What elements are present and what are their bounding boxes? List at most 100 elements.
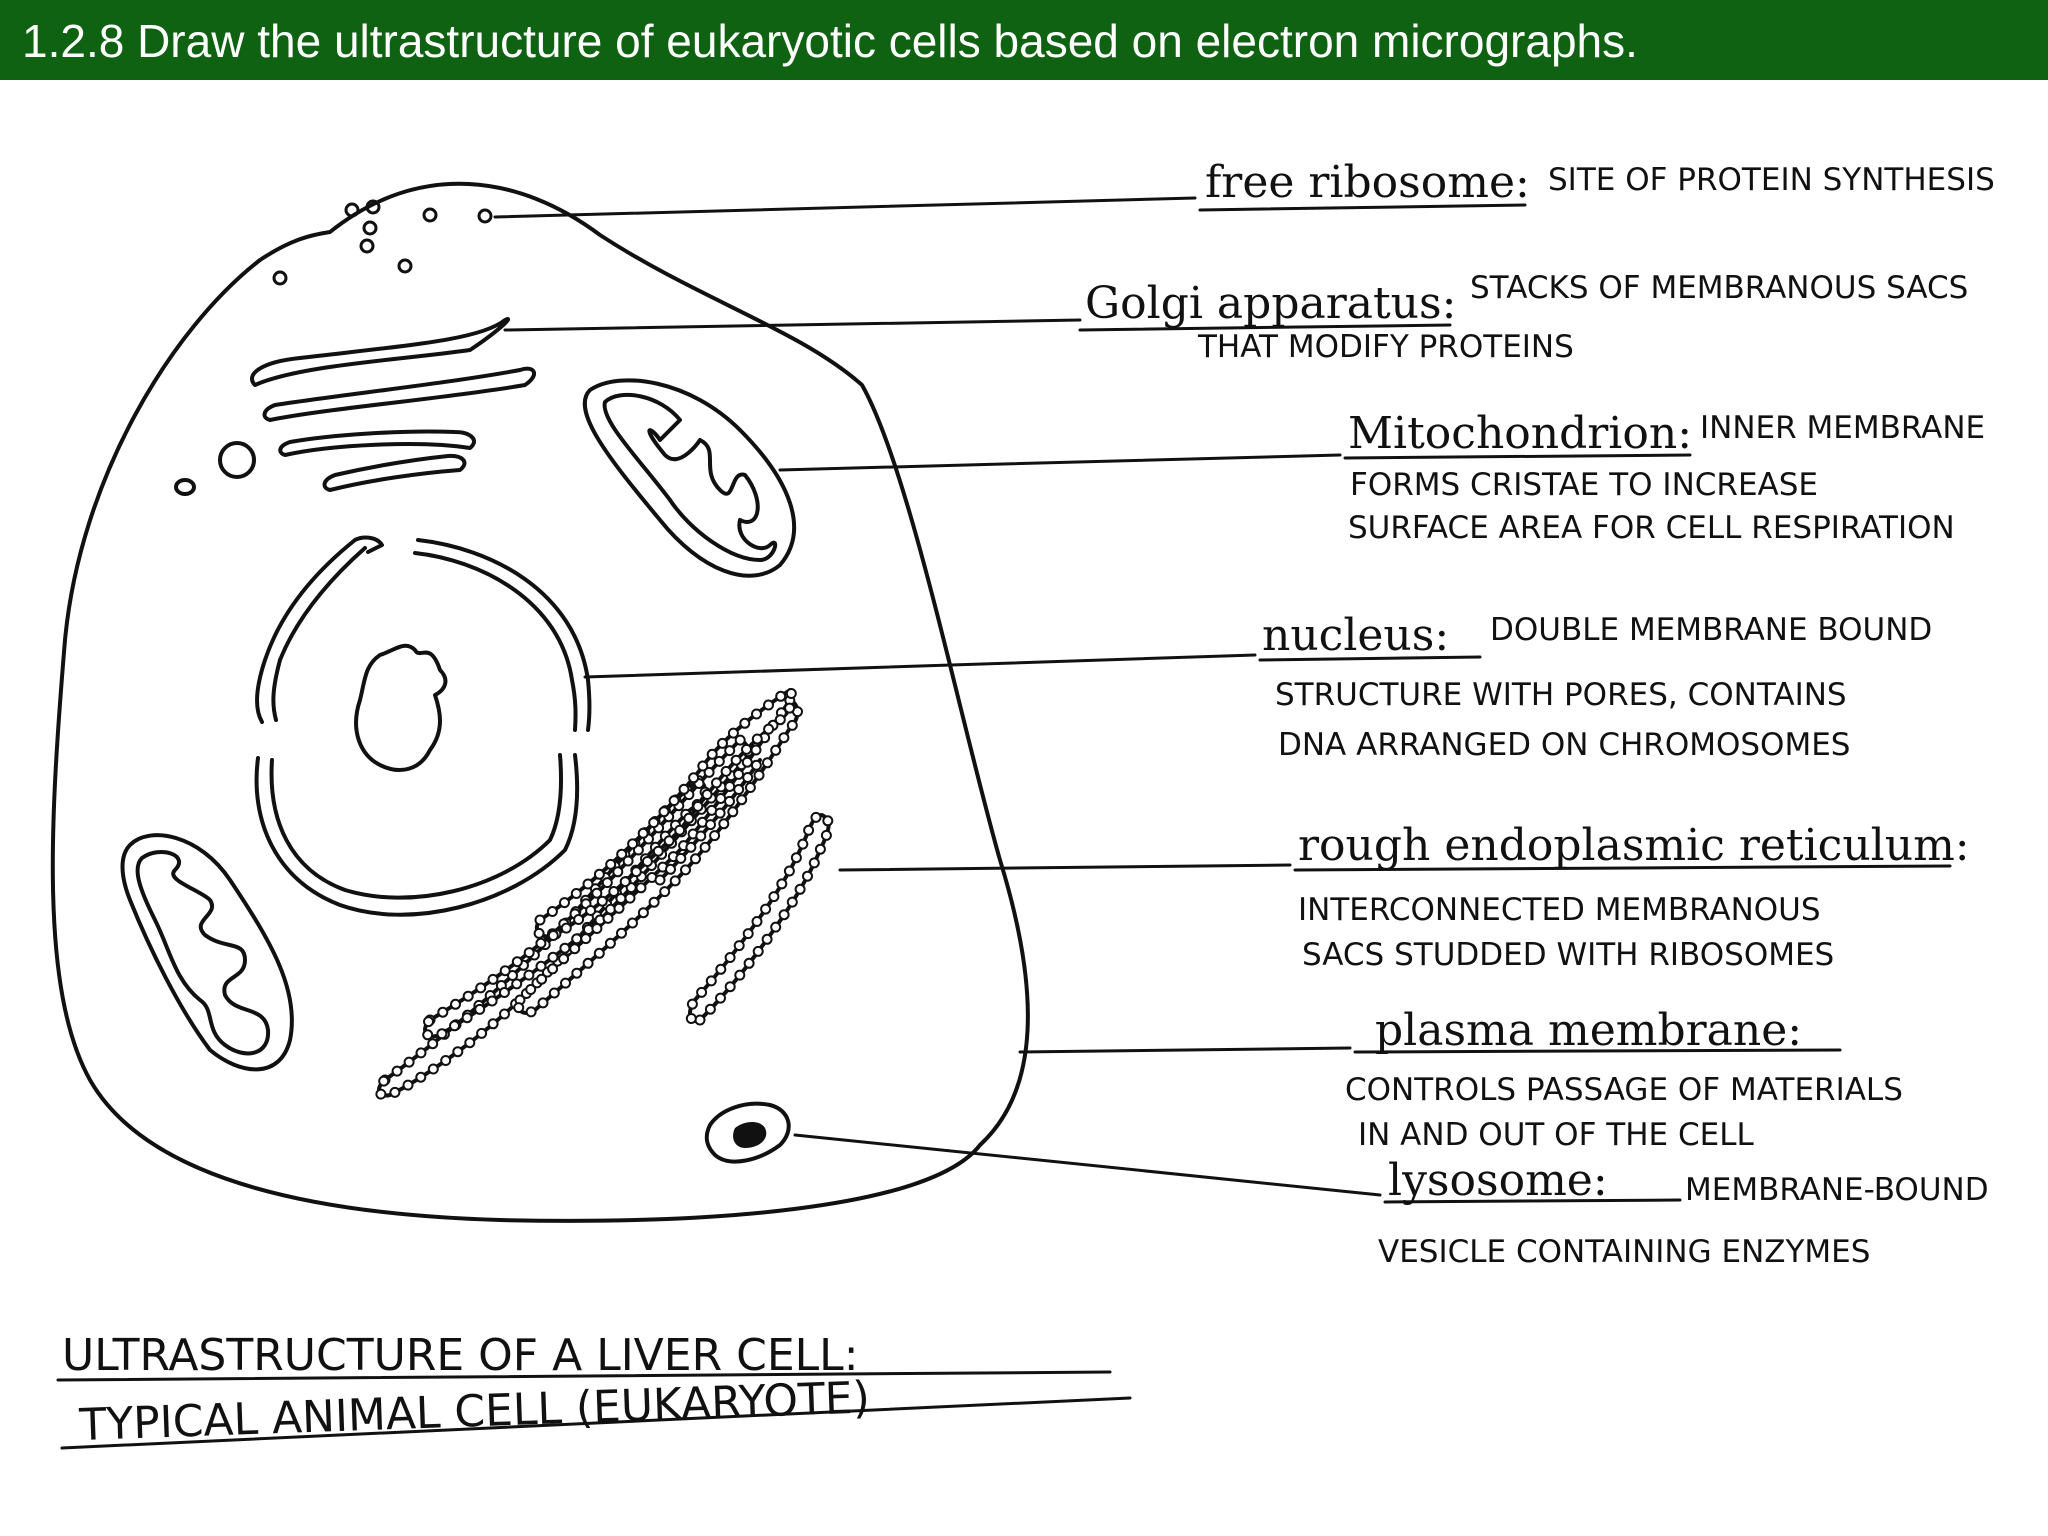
er-ribosome-dot [511,978,523,990]
er-ribosome-dot [690,853,701,865]
er-ribosome-dot [652,845,664,857]
er-ribosome-dot [436,1028,448,1040]
er-ribosome-dot [627,838,639,850]
er-ribosome-dot [616,927,627,939]
er-ribosome-dot [665,863,676,875]
desc-mitochondrion-1: INNER MEMBRANE [1700,410,1985,446]
er-ribosome-dot [822,815,834,827]
label-lysosome: lysosome: [1388,1155,1608,1206]
rough-endoplasmic-reticulum [375,688,834,1100]
er-ribosome-dot [622,855,634,867]
er-ribosome-dot [464,1037,476,1049]
er-ribosome-dot [537,997,549,1009]
label-mitochondrion: Mitochondrion: [1348,408,1692,459]
er-ribosome-dot [706,748,718,760]
er-ribosome-dot [751,733,763,745]
er-ribosome-dot [423,1016,434,1028]
er-ribosome-dot [569,943,581,955]
label-nucleus: nucleus: [1262,610,1449,661]
er-ribosome-dot [449,1020,460,1032]
desc-golgi-2: THAT MODIFY PROTEINS [1197,329,1574,365]
er-ribosome-dot [724,781,736,792]
er-ribosome-dot [580,933,592,945]
er-ribosome-dot [571,967,583,979]
er-ribosome-dot [741,743,752,755]
er-ribosome-dot [658,806,670,818]
er-ribosome-dot [391,1065,403,1077]
er-ribosome-dot [474,1003,486,1015]
er-ribosome-dot [730,754,742,766]
er-ribosome-dot [742,928,754,940]
er-ribosome-dot [476,1027,488,1039]
er-ribosome-dot [715,793,727,804]
er-ribosome-dot [705,975,717,987]
er-ribosome-dot [616,848,628,860]
er-ribosome-dot [654,874,666,886]
er-ribosome-dot [703,766,715,778]
desc-lysosome-1: MEMBRANE-BOUND [1685,1172,1989,1208]
er-ribosome-dot [637,827,649,839]
er-ribosome-dot [750,759,762,771]
er-ribosome-dot [797,838,809,850]
er-ribosome-dot [696,986,708,998]
er-ribosome-dot [752,945,764,957]
er-ribosome-dot [511,956,523,968]
er-ribosome-dot [734,969,746,981]
er-ribosome-dot [585,905,597,916]
er-ribosome-dot [753,769,765,781]
caption-line-2: TYPICAL ANIMAL CELL (EUKARYOTE) [78,1372,871,1451]
er-ribosome-dot [697,760,709,772]
nucleus [254,535,592,917]
er-ribosome-dot [608,886,620,897]
er-ribosome-dot [711,777,722,789]
er-ribosome-dot [613,902,625,914]
er-ribosome-dot [675,852,687,864]
desc-plasma-membrane-2: IN AND OUT OF THE CELL [1358,1117,1754,1153]
er-ribosome-dot [560,922,572,934]
er-ribosome-dot [499,965,511,977]
er-ribosome-dot [786,719,798,731]
er-ribosome-dot [525,1006,537,1018]
er-ribosome-dot [718,818,730,830]
er-ribosome-dot [487,973,499,985]
er-ribosome-dot [742,772,754,783]
er-ribosome-dot [724,795,735,807]
er-ribosome-dot [808,857,820,869]
er-ribosome-dot [546,906,558,917]
er-ribosome-dot [573,914,585,925]
er-ribosome-dot [774,714,786,726]
er-ribosome-dot [389,1086,401,1098]
er-ribosome-dot [593,947,605,959]
er-ribosome-dot [786,896,798,908]
er-ribosome-dot [685,841,697,853]
er-ribosome-dot [694,1014,706,1026]
er-ribosome-dot [627,917,638,929]
er-ribosome-dot [637,907,649,919]
er-ribosome-dot [507,970,518,981]
page-title: 1.2.8 Draw the ultrastructure of eukaryo… [22,15,1638,67]
desc-mitochondrion-3: SURFACE AREA FOR CELL RESPIRATION [1348,510,1955,546]
er-ribosome-dot [785,688,797,699]
er-ribosome-dot [462,990,474,1002]
er-ribosome-dot [648,817,660,829]
er-ribosome-dot [558,953,570,965]
er-ribosome-dot [674,824,686,836]
desc-nucleus-1: DOUBLE MEMBRANE BOUND [1490,612,1932,648]
er-ribosome-dot [548,987,560,999]
er-ribosome-dot [641,856,653,867]
er-ribosome-dot [680,864,691,876]
er-ribosome-dot [487,1018,499,1030]
er-ribosome-dot [615,893,627,904]
er-ribosome-dot [770,744,782,756]
mitochondrion-lower [120,833,294,1072]
er-ribosome-dot [630,866,642,878]
er-ribosome-dot [794,883,806,895]
er-ribosome-dot [602,912,614,924]
er-ribosome-dot [743,957,755,969]
er-ribosome-dot [761,757,773,769]
er-ribosome-dot [701,789,713,800]
er-ribosome-dot [751,708,762,720]
desc-lysosome-2: VESICLE CONTAINING ENZYMES [1378,1234,1870,1270]
er-ribosome-dot [741,756,753,768]
er-ribosome-dot [790,852,802,864]
